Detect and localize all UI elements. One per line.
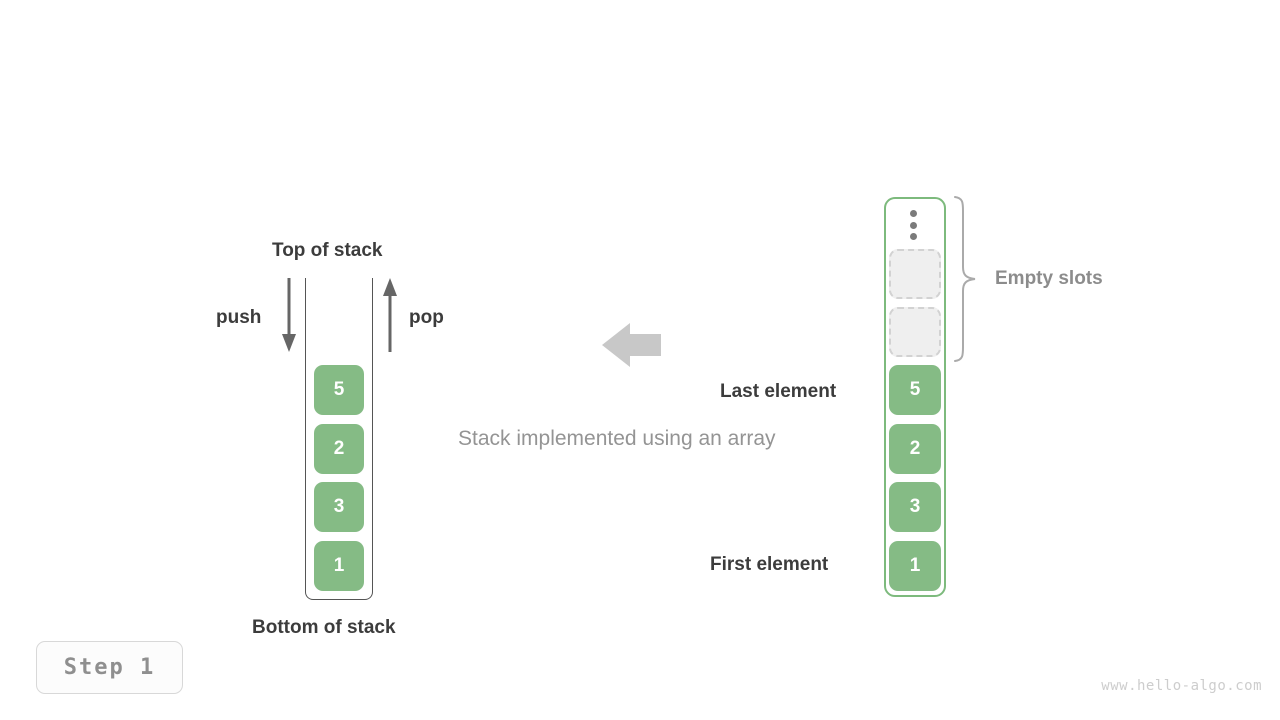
empty-slots-label: Empty slots (995, 268, 1103, 289)
stack-cell: 2 (314, 424, 364, 474)
stack-cell: 1 (314, 541, 364, 591)
last-element-label: Last element (720, 381, 837, 402)
stack-cell: 3 (314, 482, 364, 532)
array-cell: 2 (889, 424, 941, 474)
first-element-label: First element (710, 554, 829, 575)
array-cell: 5 (889, 365, 941, 415)
watermark: www.hello-algo.com (1101, 678, 1262, 694)
stack-container (305, 278, 373, 600)
push-label: push (216, 307, 262, 328)
diagram-caption: Stack implemented using an array (458, 427, 776, 450)
array-container (884, 197, 946, 597)
vertical-ellipsis-icon (909, 210, 918, 240)
array-cell: 3 (889, 482, 941, 532)
pop-label: pop (409, 307, 444, 328)
array-cell: 1 (889, 541, 941, 591)
push-arrow-icon (282, 278, 296, 352)
top-of-stack-label: Top of stack (272, 240, 383, 261)
step-badge: Step 1 (36, 641, 183, 694)
empty-slot (889, 249, 941, 299)
bottom-of-stack-label: Bottom of stack (252, 617, 396, 638)
empty-slot (889, 307, 941, 357)
curly-brace-icon (954, 196, 976, 362)
pop-arrow-icon (383, 278, 397, 352)
stack-cell: 5 (314, 365, 364, 415)
arrow-left-icon (602, 323, 661, 367)
